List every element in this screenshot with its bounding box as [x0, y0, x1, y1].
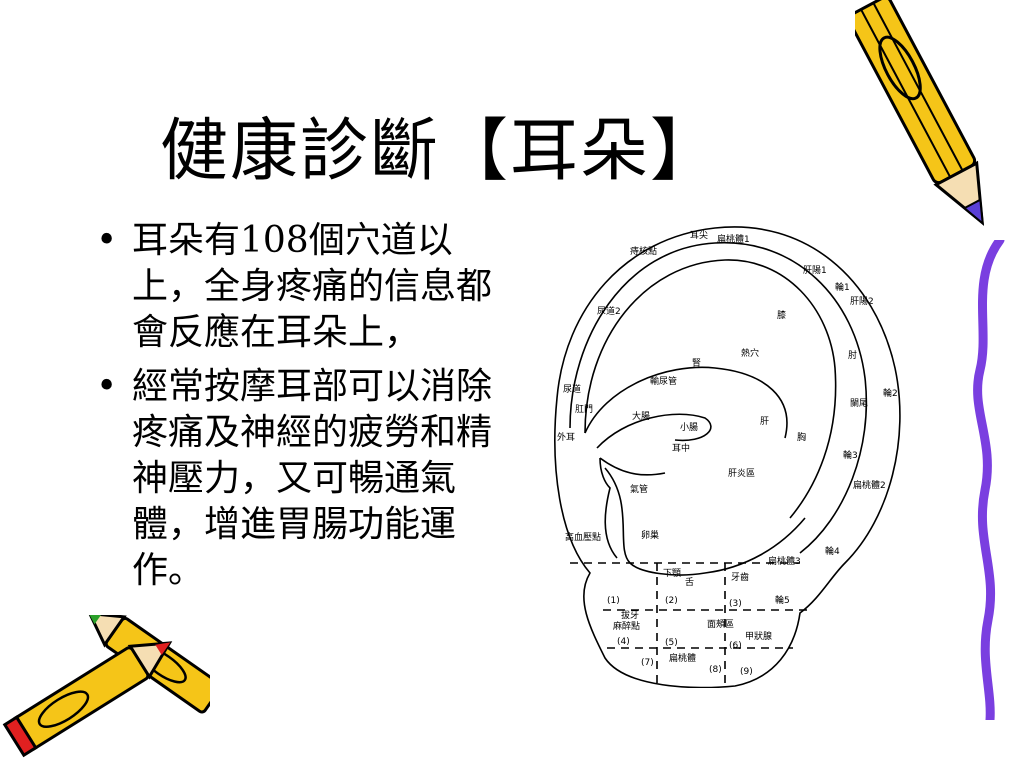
- label-urethra: 尿道: [563, 383, 581, 395]
- label-liver-yang2: 肝陽2: [850, 296, 874, 307]
- label-helix4: 輪4: [825, 545, 840, 557]
- ear-labels: 耳尖 扁桃體1 痔核點 肝陽1 輪1 肝陽2 尿道2 膝 熱穴 肘 腎 輸尿管 …: [557, 229, 898, 677]
- label-small-intestine: 小腸: [680, 422, 698, 433]
- bullet-marker: •: [96, 366, 118, 407]
- label-ear-tip: 耳尖: [690, 229, 708, 241]
- label-knee: 膝: [777, 309, 786, 321]
- bullet-item: • 經常按摩耳部可以消除疼痛及神經的疲勞和精神壓力，又可暢通氣體，增進胃腸功能運…: [96, 364, 496, 594]
- label-outer-ear: 外耳: [557, 431, 575, 443]
- label-hypertension: 高血壓點: [565, 531, 601, 543]
- label-ovary: 卵巢: [641, 529, 659, 541]
- label-lower-jaw: 下顎: [663, 568, 681, 579]
- pencil-body: [855, 0, 977, 185]
- label-hemorrhoid: 痔核點: [630, 245, 657, 257]
- label-kidney: 腎: [692, 358, 701, 369]
- bullet-text: 耳朵有108個穴道以上，全身疼痛的信息都會反應在耳朵上，: [132, 220, 493, 353]
- label-lobe9: (9): [740, 667, 753, 677]
- label-tongue: 舌: [685, 577, 694, 588]
- pencil-icon: [855, 0, 985, 226]
- label-lobe5: (5): [665, 638, 678, 648]
- label-cheek-zone: 面頰區: [707, 618, 734, 630]
- label-chest: 胸: [797, 431, 806, 443]
- label-helix1: 輪1: [835, 281, 850, 293]
- label-elbow: 肘: [848, 350, 857, 361]
- bullet-list: • 耳朵有108個穴道以上，全身疼痛的信息都會反應在耳朵上， • 經常按摩耳部可…: [96, 218, 496, 602]
- label-lobe4: (4): [617, 637, 630, 647]
- label-urethra2: 尿道2: [597, 305, 621, 317]
- label-tooth-extraction: 拔牙: [621, 609, 639, 621]
- bullet-item: • 耳朵有108個穴道以上，全身疼痛的信息都會反應在耳朵上，: [96, 218, 496, 356]
- label-hepatitis-zone: 肝炎區: [728, 468, 755, 479]
- label-ureter: 輸尿管: [650, 375, 677, 387]
- label-lobe8: (8): [709, 665, 722, 675]
- label-large-intestine: 大腸: [632, 410, 650, 422]
- label-tonsil1: 扁桃體1: [717, 233, 750, 245]
- label-lobe1: (1): [607, 596, 620, 606]
- label-lobe3: (3): [729, 599, 742, 609]
- label-helix3: 輪3: [843, 449, 858, 461]
- label-helix2: 輪2: [883, 387, 898, 399]
- label-lobe7: (7): [641, 658, 654, 668]
- bullet-marker: •: [96, 220, 118, 261]
- label-anus: 肛門: [575, 404, 593, 415]
- label-liver-yang1: 肝陽1: [803, 265, 827, 276]
- label-hot-point: 熱穴: [741, 347, 759, 359]
- label-trachea: 氣管: [630, 483, 648, 495]
- label-lobe6: (6): [729, 641, 742, 651]
- pencils-icon: [2, 615, 210, 758]
- bullet-text: 經常按摩耳部可以消除疼痛及神經的疲勞和精神壓力，又可暢通氣體，增進胃腸功能運作。: [132, 366, 493, 591]
- label-tooth: 牙齒: [731, 572, 749, 583]
- label-tonsil: 扁桃體: [669, 652, 696, 664]
- label-helix5: 輪5: [775, 594, 790, 606]
- label-appendix: 闌尾: [850, 398, 868, 409]
- label-ear-center: 耳中: [672, 442, 690, 454]
- label-liver: 肝: [760, 416, 769, 427]
- label-tonsil3: 扁桃體3: [768, 555, 801, 567]
- ear-acupoint-diagram: 耳尖 扁桃體1 痔核點 肝陽1 輪1 肝陽2 尿道2 膝 熱穴 肘 腎 輸尿管 …: [554, 226, 901, 688]
- label-thyroid: 甲狀腺: [745, 630, 772, 642]
- label-anesthesia: 麻醉點: [613, 620, 640, 632]
- squiggle-icon: [973, 240, 1005, 720]
- slide-title: 健康診斷【耳朵】: [160, 112, 721, 191]
- ear-outline: [554, 226, 901, 688]
- label-tonsil2: 扁桃體2: [853, 479, 886, 491]
- label-lobe2: (2): [665, 596, 678, 606]
